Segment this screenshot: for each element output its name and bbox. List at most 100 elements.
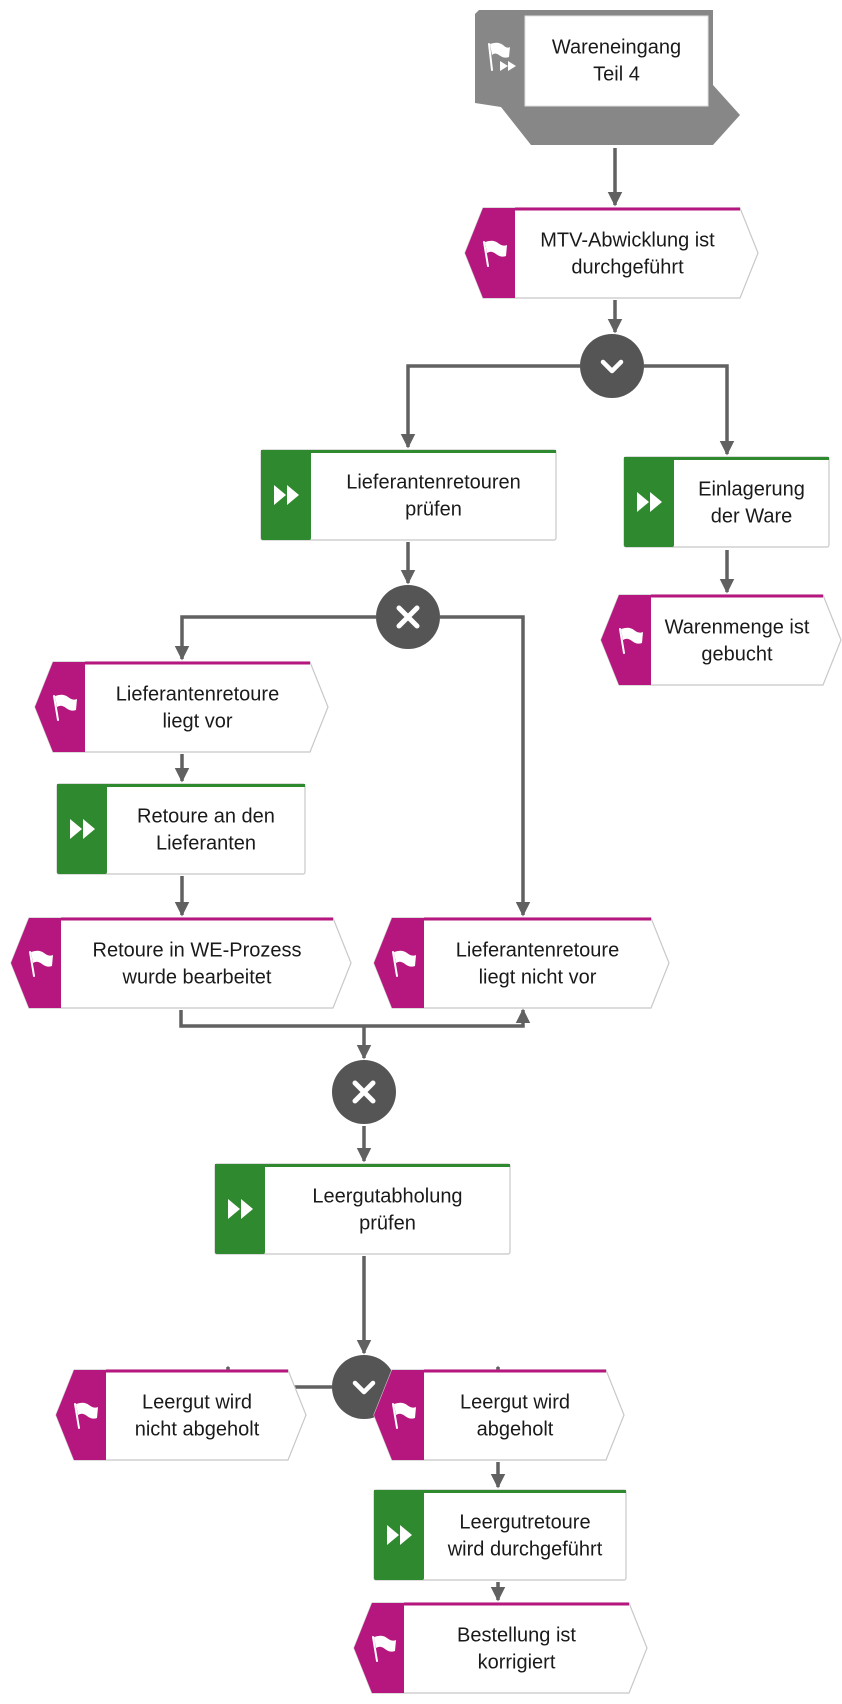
node-label-line: nicht abgeholt (135, 1419, 260, 1441)
node-label-line: liegt vor (162, 711, 232, 733)
edge-xor_split_1-to-lieferantenretouren_pruefen (400, 364, 580, 449)
node-label-line: abgeholt (477, 1419, 554, 1441)
event-accent (11, 918, 61, 1008)
flag-icon (372, 1635, 396, 1662)
node-label-line: Teil 4 (593, 64, 640, 86)
node-xor-split-1[interactable] (580, 334, 644, 398)
edge-xor_split_2-to-lieferantenretoure_liegt_vor (174, 615, 376, 661)
node-label-line: Leergut wird (142, 1392, 252, 1414)
connector-circle (580, 334, 644, 398)
fast-forward-icon (274, 485, 299, 505)
node-label-line: korrigiert (478, 1652, 556, 1674)
node-label: Retoure in WE-Prozess wurde bearbeitet (93, 940, 302, 989)
node-label-line: Lieferantenretoure (116, 684, 279, 706)
node-label-line: Retoure in WE-Prozess (93, 940, 302, 962)
node-label-line: prüfen (359, 1213, 416, 1235)
node-leergut-nicht-abgeholt[interactable]: Leergut wird nicht abgeholt (55, 1369, 307, 1461)
node-label-line: gebucht (701, 644, 773, 666)
node-mtv-abwicklung[interactable]: MTV-Abwicklung ist durchgeführt (464, 207, 759, 299)
node-label-line: Retoure an den (137, 806, 275, 828)
flag-icon (392, 950, 416, 977)
node-label: Bestellung ist korrigiert (457, 1625, 576, 1674)
node-label: Leergut wird abgeholt (460, 1392, 570, 1441)
edge-retoure_we_prozess-to-xor_join (179, 1008, 531, 1028)
node-label: Lieferantenretoure liegt nicht vor (456, 940, 619, 989)
flag-icon (619, 627, 643, 654)
node-label: Leergutabholung prüfen (312, 1186, 462, 1235)
node-xor-join[interactable] (332, 1060, 396, 1124)
node-label: Einlagerung der Ware (698, 479, 805, 528)
node-label: Lieferantenretouren prüfen (346, 472, 521, 521)
event-accent (601, 595, 651, 685)
chevron-down-icon (600, 359, 624, 374)
event-accent (35, 662, 85, 752)
function-top-line (215, 1164, 510, 1167)
fast-forward-icon (228, 1199, 253, 1219)
flag-icon (29, 950, 53, 977)
x-icon (352, 1080, 376, 1104)
node-label-line: Lieferanten (156, 833, 256, 855)
node-label: Leergut wird nicht abgeholt (135, 1392, 260, 1441)
event-accent (374, 1370, 424, 1460)
function-top-line (57, 784, 305, 787)
function-top-line (374, 1490, 626, 1493)
node-lieferantenretoure-liegt-vor[interactable]: Lieferantenretoure liegt vor (34, 661, 329, 753)
node-bestellung-korrigiert[interactable]: Bestellung ist korrigiert (353, 1602, 648, 1694)
node-label-line: wurde bearbeitet (122, 967, 272, 989)
function-top-line (261, 450, 556, 453)
event-accent (374, 918, 424, 1008)
node-label-line: der Ware (711, 506, 793, 528)
node-label-line: Leergutabholung (312, 1186, 462, 1208)
node-lieferantenretouren-pruefen[interactable]: Lieferantenretouren prüfen (260, 449, 557, 541)
node-leergutabholung-pruefen[interactable]: Leergutabholung prüfen (214, 1163, 511, 1255)
flag-icon (392, 1402, 416, 1429)
event-accent (465, 208, 515, 298)
node-label-line: Lieferantenretouren (346, 472, 521, 494)
flag-icon (74, 1402, 98, 1429)
event-accent (56, 1370, 106, 1460)
flag-icon (483, 240, 507, 267)
node-leergutretoure[interactable]: Leergutretoure wird durchgeführt (373, 1489, 627, 1581)
event-box (10, 917, 352, 1009)
node-label-line: wird durchgeführt (447, 1539, 603, 1561)
function-top-line (624, 457, 829, 460)
fast-forward-icon (387, 1525, 412, 1545)
node-label-line: Einlagerung (698, 479, 805, 501)
node-retoure-we-prozess[interactable]: Retoure in WE-Prozess wurde bearbeitet (10, 917, 352, 1009)
chevron-down-icon (352, 1380, 376, 1395)
node-label-line: Warenmenge ist (665, 617, 810, 639)
event-accent (354, 1603, 404, 1693)
edge-xor_split_2-to-lieferantenretoure_liegt_nicht_vor (440, 615, 531, 917)
flag-forward-icon (488, 42, 516, 71)
fast-forward-icon (637, 492, 662, 512)
node-label-line: MTV-Abwicklung ist (540, 230, 715, 252)
connections (174, 148, 735, 1602)
node-label-line: Wareneingang (552, 37, 681, 59)
node-label-line: liegt nicht vor (479, 967, 597, 989)
x-icon (396, 605, 420, 629)
node-label-line: Bestellung ist (457, 1625, 576, 1647)
node-label-line: prüfen (405, 499, 462, 521)
edge-xor_split_1-to-einlagerung_der_ware (644, 364, 735, 456)
node-label-line: Lieferantenretoure (456, 940, 619, 962)
node-label: Warenmenge ist gebucht (665, 617, 810, 666)
node-label-line: Leergut wird (460, 1392, 570, 1414)
node-lieferantenretoure-liegt-nicht-vor[interactable]: Lieferantenretoure liegt nicht vor (373, 917, 670, 1009)
node-leergut-abgeholt[interactable]: Leergut wird abgeholt (373, 1369, 625, 1461)
node-xor-split-2[interactable] (376, 585, 440, 649)
node-label: Lieferantenretoure liegt vor (116, 684, 279, 733)
node-label: Leergutretoure wird durchgeführt (447, 1512, 603, 1561)
node-einlagerung-der-ware[interactable]: Einlagerung der Ware (623, 456, 830, 548)
fast-forward-icon (70, 819, 95, 839)
node-label: MTV-Abwicklung ist durchgeführt (540, 230, 715, 279)
node-label-line: Leergutretoure (459, 1512, 590, 1534)
flag-icon (53, 694, 77, 721)
node-label-line: durchgeführt (571, 257, 684, 279)
node-warenmenge-gebucht[interactable]: Warenmenge ist gebucht (600, 594, 842, 686)
